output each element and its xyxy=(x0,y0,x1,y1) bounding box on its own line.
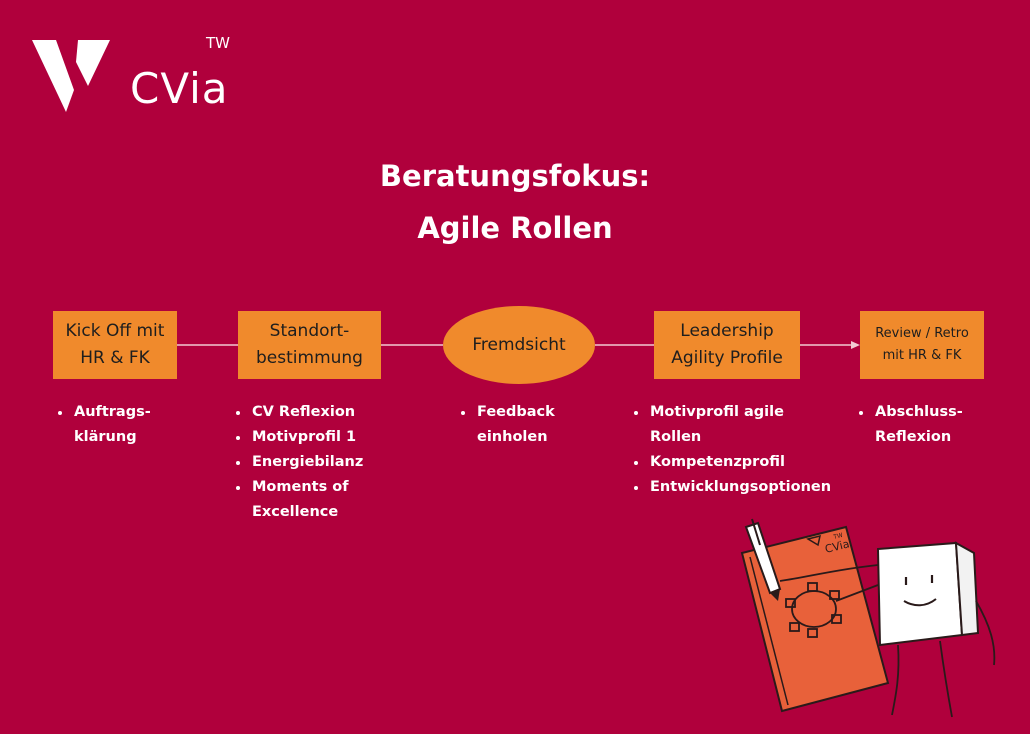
leadership-bullet-list: Motivprofil agile Rollen Kompetenzprofil… xyxy=(632,400,831,500)
step-label-line: bestimmung xyxy=(256,348,363,368)
v-chevron-logo-icon xyxy=(32,40,110,112)
fremdsicht-bullet-list: Feedback einholen xyxy=(459,400,555,450)
step-label-line: Agility Profile xyxy=(671,348,783,368)
notebook-character-illustration: CVia TW xyxy=(740,518,996,718)
standortbestimmung-bullet-list: CV Reflexion Motivprofil 1 Energiebilanz… xyxy=(234,400,363,525)
step-label-line: Kick Off mit xyxy=(65,321,165,341)
list-item: Motivprofil 1 xyxy=(234,425,363,450)
step-label-line: Review / Retro xyxy=(875,326,969,341)
step-label-line: Standort- xyxy=(269,321,350,341)
step-leadership-box: Leadership Agility Profile xyxy=(654,311,800,379)
list-item: Energiebilanz xyxy=(234,450,363,475)
kickoff-bullet-list: Auftrags- klärung xyxy=(56,400,151,450)
review-bullet-list: Abschluss- Reflexion xyxy=(857,400,963,450)
step-standortbestimmung-box: Standort- bestimmung xyxy=(238,311,381,379)
square-character-icon xyxy=(876,541,996,718)
list-item: Abschluss- Reflexion xyxy=(857,400,963,450)
step-kickoff-box: Kick Off mit HR & FK xyxy=(53,311,177,379)
step-label-line: mit HR & FK xyxy=(882,348,962,363)
logo-superscript: TW xyxy=(206,34,230,52)
title-line-1: Beratungsfokus: xyxy=(379,159,651,193)
pen-icon xyxy=(744,518,782,601)
arrowhead-icon xyxy=(851,341,860,349)
notebook-icon: CVia TW xyxy=(740,525,890,713)
title-line-2: Agile Rollen xyxy=(417,211,613,245)
step-fremdsicht-ellipse: Fremdsicht xyxy=(443,306,595,384)
notebook-logo-text: CVia xyxy=(824,537,851,556)
page-title: Beratungsfokus: Agile Rollen xyxy=(0,150,1030,254)
list-item: Auftrags- klärung xyxy=(56,400,151,450)
step-label-line: Leadership xyxy=(680,321,774,341)
notebook-logo-superscript: TW xyxy=(832,532,844,541)
list-item: Feedback einholen xyxy=(459,400,555,450)
logo-wordmark: CVia xyxy=(130,64,229,113)
step-label-line: Fremdsicht xyxy=(472,335,566,355)
list-item: Entwicklungsoptionen xyxy=(632,475,831,500)
cvia-logo: CVia TW xyxy=(30,34,240,120)
step-label-line: HR & FK xyxy=(80,348,150,368)
list-item: Motivprofil agile Rollen xyxy=(632,400,831,450)
list-item: Moments of Excellence xyxy=(234,475,363,525)
step-review-box: Review / Retro mit HR & FK xyxy=(860,311,984,379)
list-item: Kompetenzprofil xyxy=(632,450,831,475)
list-item: CV Reflexion xyxy=(234,400,363,425)
